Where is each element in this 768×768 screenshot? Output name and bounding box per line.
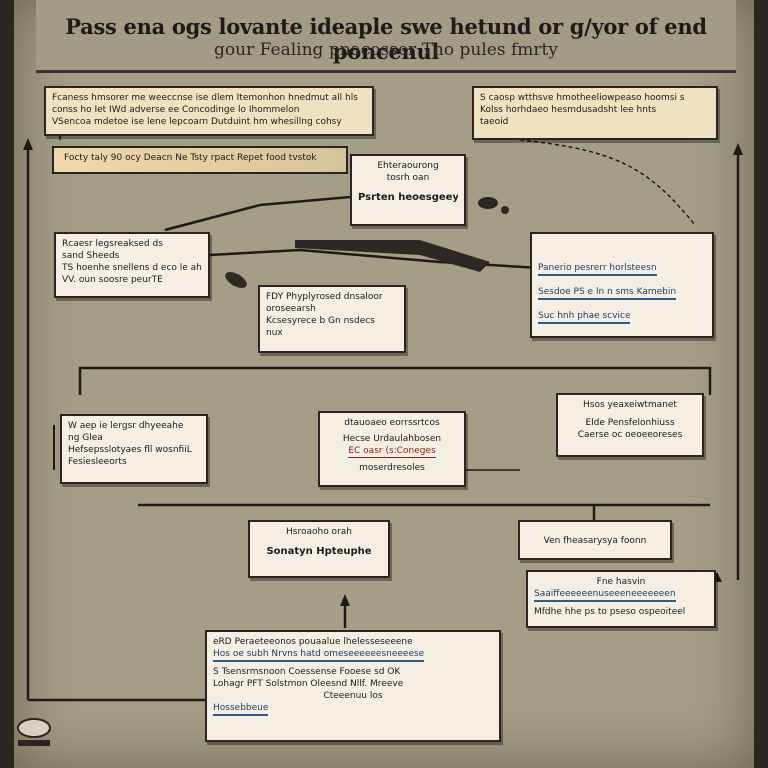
node-text: nux <box>266 328 283 338</box>
node-text: Fne hasvin <box>596 577 646 587</box>
node-text: eRD Peraeteeonos pouaalue lhelesseseeene <box>213 637 413 647</box>
node-text: Kcsesyrece b Gn nsdecs <box>266 316 375 326</box>
node-text: FDY Phyplyrosed dnsaloor <box>266 292 383 302</box>
node-text: Cteeenuu los <box>323 691 383 701</box>
node-text: Caerse oc oeoeeoreses <box>577 430 683 440</box>
node-text: taeoid <box>480 117 509 127</box>
node-text: Elde Pensfelonhiuss <box>585 418 675 428</box>
node-text: moserdresoles <box>359 463 425 473</box>
banner-strip: Focty taly 90 ocy Deacn Ne Tsty rpact Re… <box>52 146 348 174</box>
node-center-top: Ehteraourong tosrh oan Psrten heoesgeeys… <box>350 154 466 226</box>
node-text: conss ho Iet IWd adverse ee Concodinge l… <box>52 105 300 115</box>
node-row-left: W aep ie lergsr dhyeeahe ng Glea Hefseps… <box>60 414 208 484</box>
node-bottom-right-label: Ven fheasarysya foonn <box>518 520 672 560</box>
node-text: dtauoaeo eorrssrtcos <box>344 418 440 428</box>
node-top-left: Fcaness hmsorer me weeccnse ise dlem Ite… <box>44 86 374 136</box>
node-top-right: S caosp wtthsve hmotheeliowpeaso hoomsi … <box>472 86 718 140</box>
node-text: Saaiffeeeeeenuseeeneeeeeeen <box>534 588 676 602</box>
node-text: Hsroaoho orah <box>286 527 352 537</box>
node-text: Hsos yeaxeiwtmanet <box>583 400 677 410</box>
node-text: oroseearsh <box>266 304 316 314</box>
node-center-mid: FDY Phyplyrosed dnsaloor oroseearsh Kcse… <box>258 285 406 353</box>
node-right-mid: Panerio pesrerr horlsteesn Sesdoe PS e l… <box>530 232 714 338</box>
node-row-center: dtauoaeo eorrssrtcos Hecse Urdaulahbosen… <box>318 411 466 487</box>
node-left-mid: Rcaesr legsreaksed ds sand Sheeds TS hoe… <box>54 232 210 298</box>
node-text: Hecse Urdaulahbosen <box>342 434 442 444</box>
node-text: Lohagr PFT Solstmon Oleesnd Nllf. Mreeve <box>213 679 404 689</box>
diagram-subtitle: gour Fealing pnacosser Tho pules fmrty <box>214 40 558 60</box>
node-text: VSencoa mdetoe ise lene lepcoarn Dutduin… <box>52 117 342 127</box>
diagram-header: Pass ena ogs lovante ideaple swe hetund … <box>36 0 736 73</box>
node-text: Hefsepsslotyaes fll wosnfiiL <box>68 445 192 455</box>
diagram-title: Pass ena ogs lovante ideaple swe hetund … <box>65 14 707 64</box>
node-text: Hos oe subh Nrvns hatd omeseeeeeesneeees… <box>213 648 425 662</box>
node-text: W aep ie lergsr dhyeeahe <box>68 421 184 431</box>
node-text: Sesdoe PS e ln n sms Kamebin <box>538 286 677 300</box>
node-text: tosrh oan <box>386 173 430 183</box>
node-text: ng Glea <box>68 433 103 443</box>
node-text: S caosp wtthsve hmotheeliowpeaso hoomsi … <box>480 93 685 103</box>
node-text: Fcaness hmsorer me weeccnse ise dlem Ite… <box>52 93 358 103</box>
node-title: Sonatyn Hpteuphe <box>266 546 372 557</box>
stamp-icon <box>14 712 54 752</box>
node-bottom-right: Fne hasvin Saaiffeeeeeenuseeeneeeeeeen M… <box>526 570 716 628</box>
node-text: Kolss horhdaeo hesmdusadsht lee hnts <box>480 105 657 115</box>
node-title: Psrten heoesgeeys! <box>358 192 458 203</box>
node-text: Rcaesr legsreaksed ds <box>62 239 163 249</box>
node-text: TS hoenhe snellens d eco le ahons <box>62 263 202 273</box>
node-text: S Tsensrmsnoon Coessense Fooese sd OK <box>213 667 401 677</box>
node-row-right: Hsos yeaxeiwtmanet Elde Pensfelonhiuss C… <box>556 393 704 457</box>
node-text: Suc hnh phae scvice <box>538 310 631 324</box>
node-bottom-center: Hsroaoho orah Sonatyn Hpteuphe <box>248 520 390 578</box>
node-bottom-main: eRD Peraeteeonos pouaalue lhelesseseeene… <box>205 630 501 742</box>
node-text: Panerio pesrerr horlsteesn <box>538 262 657 276</box>
node-text: VV. oun soosre peurTE <box>62 275 163 285</box>
node-text: Fesiesleeorts <box>68 457 127 467</box>
node-text: Mfdhe hhe ps to pseso ospeoiteel <box>534 607 686 617</box>
node-text: Hossebbeue <box>213 702 269 716</box>
node-text: sand Sheeds <box>62 251 120 261</box>
node-text: Ehteraourong <box>377 161 439 171</box>
node-highlight-text: EC oasr (s:Coneges <box>348 446 436 458</box>
